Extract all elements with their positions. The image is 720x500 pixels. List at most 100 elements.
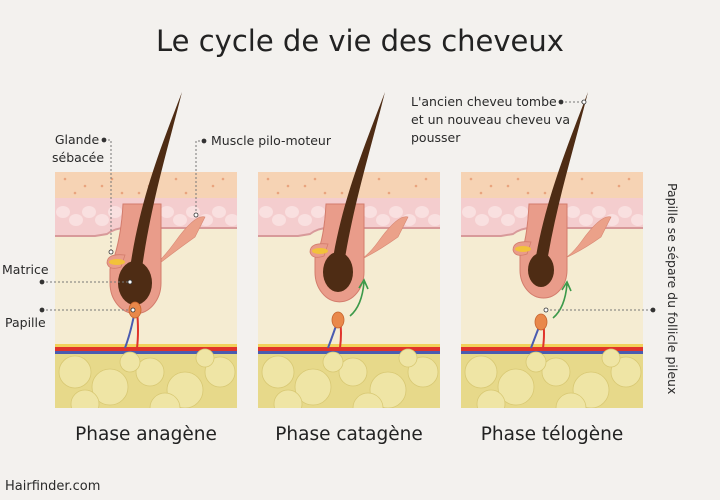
hair-shaft [129,92,182,275]
leader-dot [101,137,107,143]
dermis-cell [272,214,286,226]
dermis-cell [56,206,70,218]
credit-text: Hairfinder.com [5,479,101,494]
fat-cell [70,389,100,408]
hair-bulb [118,261,152,305]
dermis-cell [363,206,377,218]
epidermis-dot [627,177,631,181]
dermal-papilla [331,311,345,329]
leader-dot [193,212,199,218]
fat-cell [135,357,165,387]
fat-cell [294,368,332,406]
leader-glande [104,139,112,252]
dermis-cell [618,206,632,218]
label-glande-sebacee: Glande sébacée [52,131,104,167]
dermis-cell [389,206,403,218]
epidermis-dot [377,177,381,181]
leader-dot [201,138,207,144]
fat-cell [525,351,547,373]
vein-line [55,351,237,354]
dermis-cell [514,206,528,218]
fat-cell [261,355,295,389]
epidermis-dot [469,177,473,181]
epidermis-dot [414,184,418,188]
dermis-cell [108,206,122,218]
leader-dot [543,307,549,313]
dermis-cell [566,206,580,218]
epidermis-dot [266,177,270,181]
leader-dot [650,307,656,313]
dermis-cell [298,214,312,226]
label-ancien-cheveu: L'ancien cheveu tombe et un nouveau chev… [411,93,570,147]
fat-cell [541,357,571,387]
vein-line [461,351,643,354]
epidermis-dot [543,191,547,195]
label-matrice: Matrice [2,262,49,277]
epidermis-dot [479,191,483,195]
epidermis-dot [137,191,141,195]
epidermis-dot [100,184,104,188]
epidermis-dot [526,191,530,195]
hair-shaft [535,92,588,262]
label-glande-line1: Glande [54,132,100,147]
epidermis-dot [211,184,215,188]
epidermis-dot [424,177,428,181]
fat-cell [464,355,498,389]
artery-line [461,347,643,351]
skin-layers [461,172,643,408]
epidermis-dot [580,177,584,181]
fat-cell [476,389,506,408]
fat-cell [338,357,368,387]
green-arrow-icon [349,278,369,317]
fat-cell [497,368,535,406]
epidermis-dot [489,184,493,188]
fat-cell [610,356,642,388]
fat-cell [204,356,236,388]
phase-anagene-label: Phase anagène [75,424,217,445]
dermis-cell [95,214,109,226]
fat-cell [195,348,215,368]
artery-line [258,347,440,351]
epidermis-dot [73,191,77,195]
skin-panel-2 [258,92,440,408]
dermis-cell [579,214,593,226]
leader-dot [581,99,587,105]
leader-dot [127,279,133,285]
label-papille-separation: Papille se sépare du follicle pileux [665,183,680,395]
fat-boundary [461,344,643,347]
label-ancien-line3: pousser [411,130,461,145]
leader-dot [108,249,114,255]
leader-muscle [195,140,204,215]
diagram-title: Le cycle de vie des cheveux [156,24,564,58]
epidermis-dot [617,184,621,188]
skin-panel-3 [461,92,643,408]
fat-cell [555,392,587,408]
dermis-cell [592,206,606,218]
fat-cell [91,368,129,406]
epidermis-dot [83,184,87,188]
fat-cell [119,351,141,373]
label-papille: Papille [5,315,46,330]
label-ancien-line1: L'ancien cheveu tombe [411,94,557,109]
skin-panel-1 [55,92,237,408]
fat-cell [398,348,418,368]
leader-dot [39,279,45,285]
dermis-cell [376,214,390,226]
artery-line [55,347,237,351]
epidermis-dot [323,191,327,195]
phase-telogene-label: Phase télogène [480,424,624,445]
fat-cell [407,356,439,388]
vein-line [258,351,440,354]
dermis-cell [488,206,502,218]
epidermis-dot [516,177,520,181]
epidermis-dot [174,177,178,181]
epidermis-dot [340,191,344,195]
fat-cell [352,392,384,408]
sebum [515,246,531,252]
fat-cell [273,389,303,408]
fat-boundary [258,344,440,347]
epidermis-dot [63,177,67,181]
epidermis-dot [120,191,124,195]
label-muscle: Muscle pilo-moteur [211,133,331,148]
fat-cell [601,348,621,368]
